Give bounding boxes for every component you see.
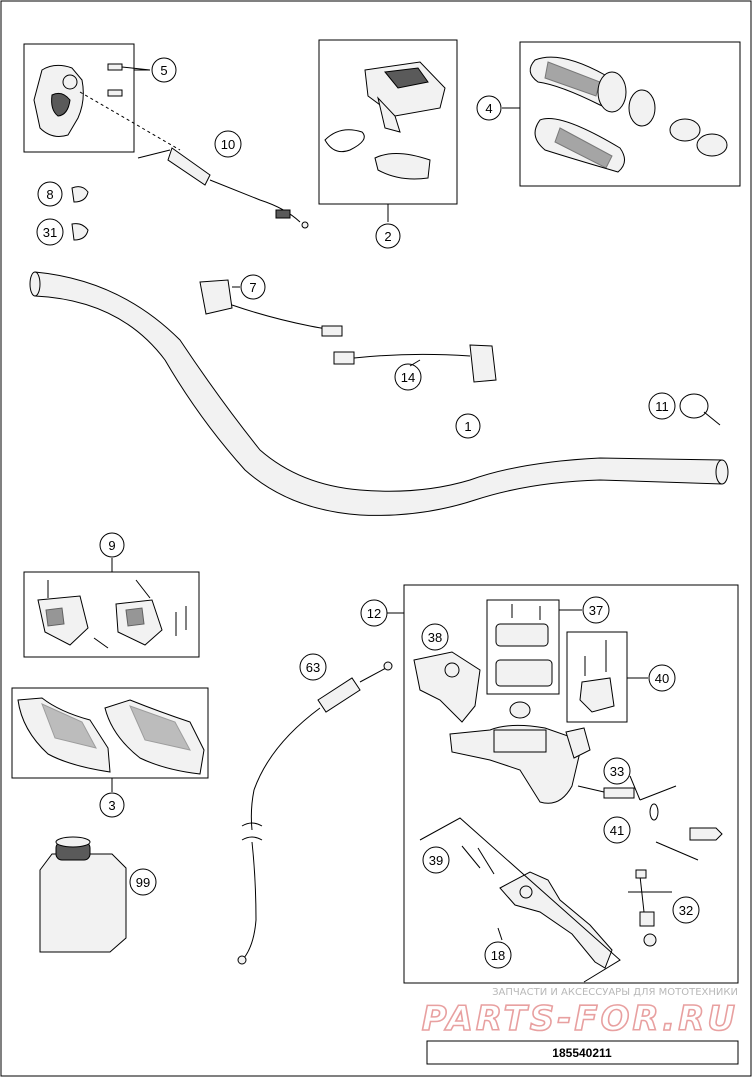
callout-31: 18: [484, 941, 512, 969]
group-box-reservoir-cover: [486, 599, 560, 695]
callout-2: 2: [375, 223, 401, 249]
svg-text:2: 2: [384, 229, 391, 244]
callout-38: 32: [672, 896, 700, 924]
svg-text:7: 7: [249, 280, 256, 295]
svg-text:63: 63: [306, 660, 320, 675]
callout-41: 39: [422, 846, 450, 874]
cable-tie-11: [679, 393, 721, 426]
brake-assembly-drawing: [413, 604, 723, 983]
callout-7: 5: [151, 57, 177, 83]
speedometer-cable-drawing: [237, 661, 393, 965]
oil-bottle-drawing: [39, 836, 127, 953]
callout-99: 99: [129, 868, 157, 896]
group-box-handguards: [11, 687, 209, 779]
svg-text:12: 12: [367, 606, 381, 621]
callout-9: 9: [99, 532, 125, 558]
group-box-brake-assembly: [403, 584, 739, 984]
svg-text:PARTS-FOR.RU: PARTS-FOR.RU: [422, 999, 738, 1039]
group-box-throttle-housing: [23, 43, 135, 153]
svg-text:9: 9: [108, 538, 115, 553]
svg-text:11: 11: [655, 399, 669, 414]
wiring-harness-14: [333, 344, 497, 383]
callout-1: 1: [455, 413, 481, 439]
svg-text:18: 18: [491, 948, 505, 963]
svg-text:39: 39: [429, 853, 443, 868]
group-box-mount-clamp: [566, 631, 628, 723]
svg-text:99: 99: [136, 875, 150, 890]
group-box-grips: [519, 41, 741, 187]
callout-10: 10: [214, 130, 242, 158]
svg-text:3: 3: [108, 798, 115, 813]
callout-32: 33: [603, 757, 631, 785]
callout-3: 3: [99, 792, 125, 818]
svg-text:1: 1: [464, 419, 471, 434]
clamp-kit-drawing: [37, 579, 187, 649]
callout-leaders: [111, 69, 672, 941]
clip-part-8: [71, 186, 89, 203]
handguards-drawing: [17, 697, 205, 775]
svg-text:40: 40: [655, 671, 669, 686]
svg-text:10: 10: [221, 137, 235, 152]
callout-5: 7: [240, 274, 266, 300]
callout-63: 63: [299, 653, 327, 681]
handlebar-drawing: [29, 271, 729, 516]
callout-14: 14: [394, 363, 422, 391]
throttle-housing-drawing: [33, 63, 181, 151]
callout-18: 31: [36, 218, 64, 246]
clip-part-18: [71, 223, 89, 241]
svg-text:41: 41: [610, 823, 624, 838]
throttle-cable-drawing: [137, 147, 309, 229]
svg-text:37: 37: [589, 603, 603, 618]
svg-text:38: 38: [428, 630, 442, 645]
callout-12: 12: [360, 599, 388, 627]
callout-11: 11: [648, 392, 676, 420]
callout-40: 41: [603, 816, 631, 844]
callout-39: 40: [648, 664, 676, 692]
grips-drawing: [529, 56, 728, 173]
svg-text:ЗАПЧАСТИ И АКСЕССУАРЫ ДЛЯ МОТО: ЗАПЧАСТИ И АКСЕССУАРЫ ДЛЯ МОТОТЕХНИКИ: [492, 987, 738, 998]
callout-33: 37: [582, 596, 610, 624]
watermark: ЗАПЧАСТИ И АКСЕССУАРЫ ДЛЯ МОТОТЕХНИКИ PA…: [421, 987, 738, 1040]
part-number-box: 185540211: [426, 1040, 739, 1065]
switch-drawing: [324, 61, 446, 180]
svg-text:8: 8: [46, 187, 53, 202]
svg-text:5: 5: [160, 63, 167, 78]
callout-37: 38: [421, 623, 449, 651]
svg-text:31: 31: [43, 225, 57, 240]
svg-text:32: 32: [679, 903, 693, 918]
wiring-harness-5: [199, 279, 343, 337]
callout-8: 8: [37, 181, 63, 207]
svg-text:4: 4: [485, 101, 492, 116]
svg-text:33: 33: [610, 764, 624, 779]
svg-text:185540211: 185540211: [552, 1046, 612, 1060]
svg-text:14: 14: [401, 370, 415, 385]
callout-4: 4: [476, 95, 502, 121]
